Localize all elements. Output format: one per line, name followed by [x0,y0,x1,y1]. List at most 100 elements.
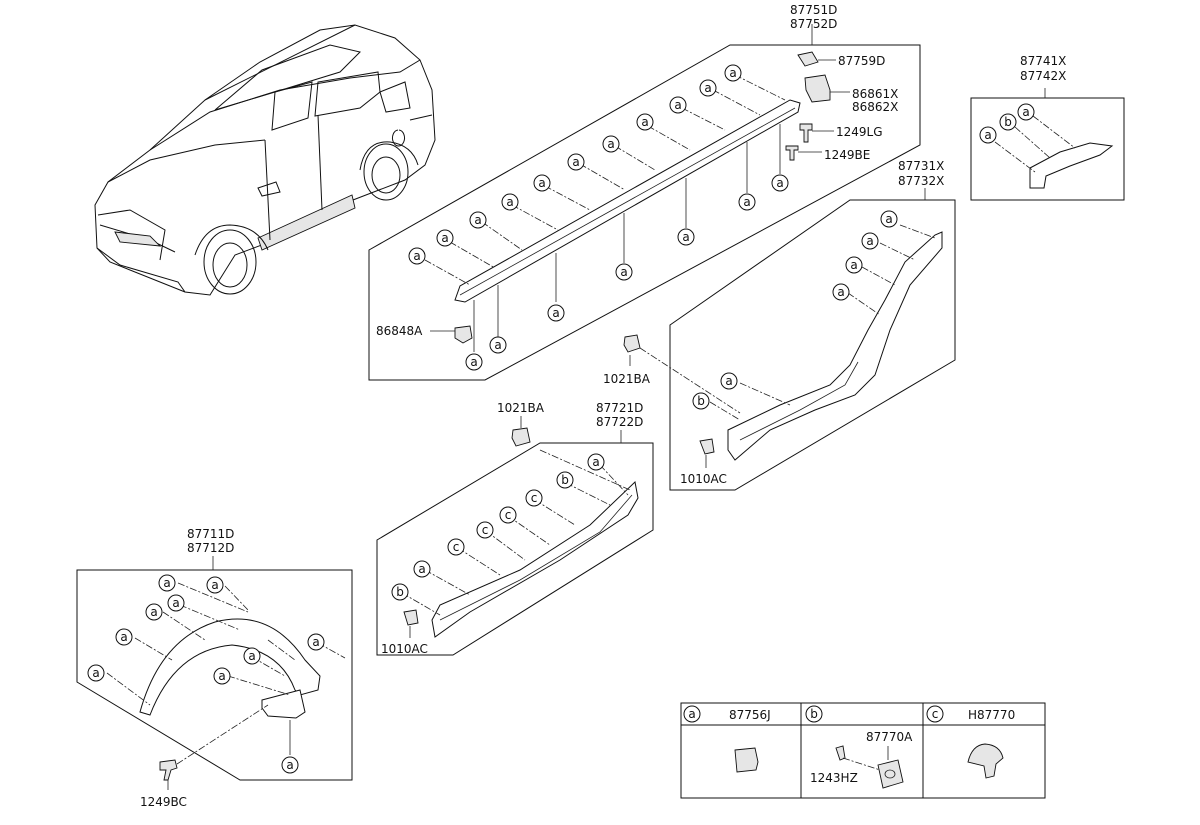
svg-text:a: a [248,649,255,663]
legend-part-b-screw: 1243HZ [810,771,858,785]
callout-c-31: c [476,521,494,539]
svg-text:a: a [725,374,732,388]
svg-text:a: a [172,596,179,610]
svg-text:a: a [286,758,293,772]
svg-text:a: a [1022,105,1029,119]
clip-1010AC-left-part [403,609,419,626]
svg-text:a: a [312,635,319,649]
callout-b-34: b [391,583,409,601]
legend-part-a: 87756J [729,708,771,722]
svg-text:a: a [552,306,559,320]
callout-a-39: a [115,628,133,646]
callout-a-44: a [281,756,299,774]
callout-a-41: a [307,633,325,651]
svg-text:a: a [592,455,599,469]
clip-87756J-icon [734,747,759,773]
svg-text:a: a [743,195,750,209]
callout-a-42: a [243,647,261,665]
fastener-legend-table: a 87756J b 87770A 1243HZ c H87770 [680,702,1046,799]
part-label-1021BA-left: 1021BA [497,401,545,415]
callout-a-20: a [1017,103,1035,121]
side-sill-moulding-group: 87751D 87752D 86848A 87759D 86861X 86862… [368,3,921,381]
svg-text:b: b [697,394,705,408]
part-label-87732X: 87732X [898,174,944,188]
callout-a-33: a [413,560,431,578]
callout-a-22: a [861,232,879,250]
callout-b-26: b [692,392,710,410]
callout-a-5: a [567,153,585,171]
svg-text:a: a [704,81,711,95]
legend-part-c: H87770 [968,708,1015,722]
callout-a-1: a [699,79,717,97]
part-label-87712D: 87712D [187,541,234,555]
callout-c-30: c [499,506,517,524]
svg-text:a: a [418,562,425,576]
svg-text:a: a [506,195,513,209]
front-wheel-arch-group: 87711D 87712D 1249BC [76,527,353,809]
callout-a-11: a [465,353,483,371]
svg-text:a: a [538,176,545,190]
part-label-87731X: 87731X [898,159,944,173]
callout-a-2: a [669,96,687,114]
callout-a-12: a [489,336,507,354]
svg-text:a: a [470,355,477,369]
callout-a-4: a [602,135,620,153]
svg-text:a: a [474,213,481,227]
screw-1249BC-part [159,759,178,781]
part-label-1249BC: 1249BC [140,795,187,809]
rear-door-moulding-group: 87731X 87732X 1021BA 1010AC [603,159,956,491]
callout-b-28: b [556,471,574,489]
callout-a-43: a [213,667,231,685]
svg-text:a: a [674,98,681,112]
svg-text:c: c [453,540,460,554]
svg-text:a: a [607,137,614,151]
svg-text:a: a [572,155,579,169]
nut-1021BA-top-part [623,334,641,353]
svg-text:a: a [984,128,991,142]
bracket-86861X-part [804,74,831,103]
svg-text:c: c [932,707,939,721]
part-label-1010AC-right: 1010AC [680,472,727,486]
svg-text:a: a [413,249,420,263]
legend-callout-c: c [926,705,944,723]
callout-a-15: a [677,228,695,246]
nut-1021BA-left-part [511,427,531,447]
clip-87759D-part [797,51,819,67]
part-label-86848A: 86848A [376,324,423,338]
svg-text:b: b [396,585,404,599]
svg-text:a: a [729,66,736,80]
part-label-87759D: 87759D [838,54,885,68]
callout-a-25: a [720,372,738,390]
svg-text:a: a [150,605,157,619]
callout-a-16: a [738,193,756,211]
svg-text:c: c [482,523,489,537]
svg-text:a: a [837,285,844,299]
wheel-arch-moulding-part [139,618,321,716]
callout-c-29: c [525,489,543,507]
callout-a-13: a [547,304,565,322]
callout-a-9: a [436,229,454,247]
part-label-87721D: 87721D [596,401,643,415]
callout-c-32: c [447,538,465,556]
legend-callout-b: b [805,705,823,723]
callout-a-6: a [533,174,551,192]
svg-text:a: a [776,176,783,190]
clip-H87770-icon [967,743,1004,779]
part-label-87752D: 87752D [790,17,837,31]
svg-text:b: b [1004,115,1012,129]
part-label-86862X: 86862X [852,100,898,114]
svg-text:a: a [688,707,695,721]
callout-a-37: a [167,594,185,612]
screw-1249BE-part [785,145,799,161]
callout-a-3: a [636,113,654,131]
callout-a-38: a [145,603,163,621]
callout-a-40: a [87,664,105,682]
callout-a-36: a [206,576,224,594]
svg-text:a: a [850,258,857,272]
screw-1243HZ-icon [835,745,846,761]
svg-text:a: a [211,578,218,592]
rear-door-moulding-part [727,231,943,461]
part-label-87741X: 87741X [1020,54,1066,68]
